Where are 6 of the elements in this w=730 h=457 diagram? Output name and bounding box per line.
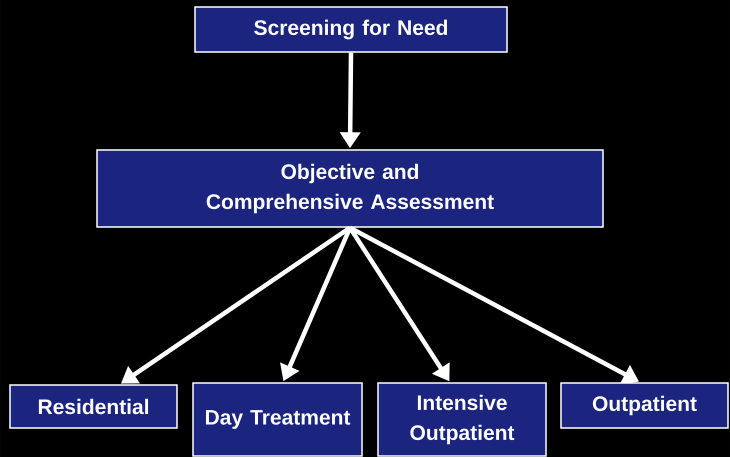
process-box: Screening for Need: [194, 6, 508, 53]
process-box: Day Treatment: [192, 382, 363, 457]
process-box: Residential: [9, 384, 178, 429]
process-box: Intensive Outpatient: [377, 382, 547, 457]
process-box: Outpatient: [560, 382, 729, 429]
process-box: Objective and Comprehensive Assessment: [96, 149, 604, 228]
